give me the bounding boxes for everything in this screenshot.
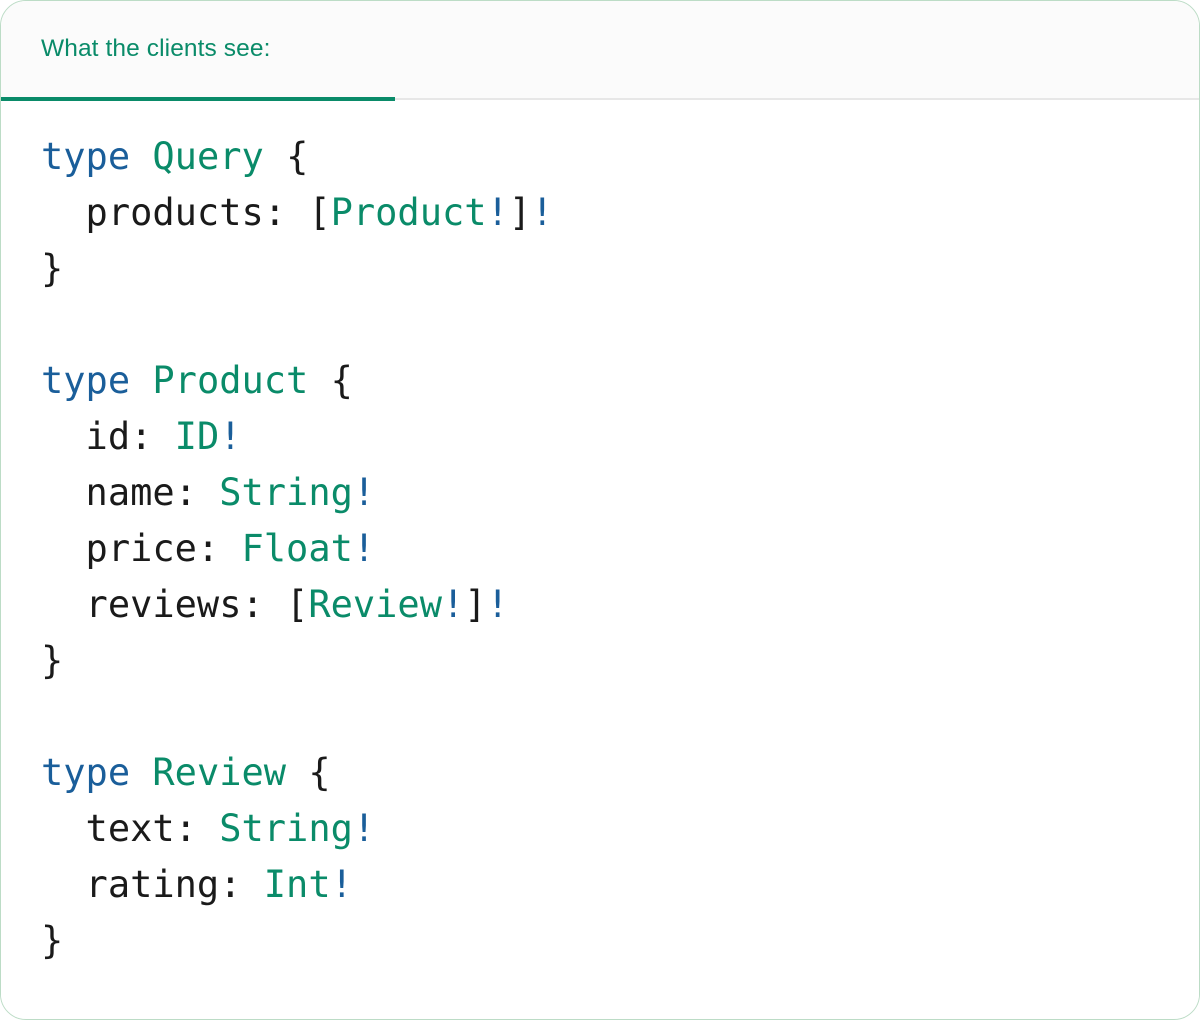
code-token-punct: {: [330, 359, 353, 402]
code-line: }: [41, 633, 1159, 689]
code-line: name: String!: [41, 465, 1159, 521]
tab-label: What the clients see:: [41, 35, 271, 62]
code-token-punct: ]: [464, 583, 487, 626]
code-token-punct: :: [219, 863, 264, 906]
code-token-bang: !: [352, 807, 376, 850]
code-token-punct: ]: [508, 191, 532, 234]
code-token-bang: !: [352, 471, 376, 514]
code-token-plain: [286, 751, 308, 794]
code-line: products: [Product!]!: [41, 185, 1159, 241]
code-token-punct: :: [130, 415, 175, 458]
code-token-plain: [130, 359, 152, 402]
code-line: [41, 297, 1159, 353]
graphql-schema-code: type Query { products: [Product!]!} type…: [41, 129, 1159, 969]
code-token-field: name: [41, 471, 175, 514]
code-token-field: text: [41, 807, 175, 850]
code-line: }: [41, 241, 1159, 297]
code-token-punct: }: [41, 247, 64, 290]
code-line: type Query {: [41, 129, 1159, 185]
code-token-kw: type: [41, 359, 131, 402]
code-token-field: price: [41, 527, 197, 570]
code-token-bang: !: [486, 191, 509, 234]
code-token-bang: !: [486, 583, 509, 626]
code-token-punct: :: [174, 807, 220, 850]
code-line: reviews: [Review!]!: [41, 577, 1159, 633]
code-line: price: Float!: [41, 521, 1159, 577]
code-token-punct: {: [308, 751, 331, 794]
code-line: }: [41, 913, 1159, 969]
code-line: [41, 689, 1159, 745]
code-token-punct: [: [286, 583, 309, 626]
code-area: type Query { products: [Product!]!} type…: [1, 100, 1199, 1017]
code-token-bang: !: [330, 863, 353, 906]
code-token-type: String: [219, 807, 353, 850]
code-token-punct: }: [41, 639, 64, 682]
code-token-kw: type: [41, 135, 131, 178]
code-token-punct: }: [41, 919, 64, 962]
code-line: id: ID!: [41, 409, 1159, 465]
code-token-punct: [: [308, 191, 331, 234]
tab-bar: What the clients see:: [1, 1, 1199, 101]
code-token-plain: [308, 359, 330, 402]
code-token-plain: [130, 135, 152, 178]
code-token-type: Float: [241, 527, 353, 570]
code-token-type: Product: [152, 359, 309, 402]
code-token-type: Review: [308, 583, 442, 626]
code-token-field: id: [41, 415, 131, 458]
code-token-kw: type: [41, 751, 131, 794]
code-token-field: reviews: [41, 583, 242, 626]
code-line: type Product {: [41, 353, 1159, 409]
code-token-punct: :: [241, 583, 287, 626]
code-token-punct: :: [174, 471, 220, 514]
code-token-field: rating: [41, 863, 220, 906]
code-token-punct: {: [286, 135, 309, 178]
code-line: text: String!: [41, 801, 1159, 857]
code-token-plain: [130, 751, 152, 794]
code-token-type: String: [219, 471, 353, 514]
code-line: rating: Int!: [41, 857, 1159, 913]
code-token-type: Int: [263, 863, 331, 906]
code-token-bang: !: [352, 527, 376, 570]
code-token-punct: :: [196, 527, 242, 570]
code-token-type: Query: [152, 135, 264, 178]
code-token-punct: :: [263, 191, 309, 234]
code-token-field: products: [41, 191, 264, 234]
code-token-plain: [264, 135, 286, 178]
code-token-type: ID: [174, 415, 220, 458]
code-token-type: Review: [152, 751, 287, 794]
code-token-bang: !: [219, 415, 242, 458]
code-token-bang: !: [531, 191, 554, 234]
tab-what-the-clients-see[interactable]: What the clients see:: [1, 2, 395, 101]
code-token-bang: !: [441, 583, 465, 626]
code-line: type Review {: [41, 745, 1159, 801]
code-token-type: Product: [330, 191, 487, 234]
